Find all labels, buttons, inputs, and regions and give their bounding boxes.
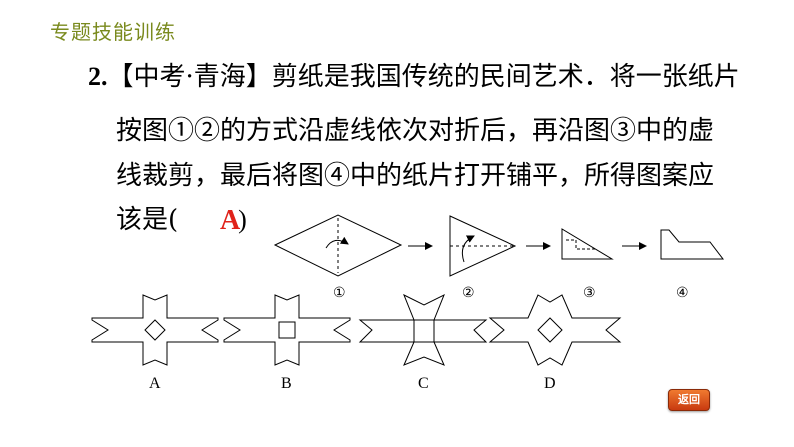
close-paren: ) <box>238 205 247 234</box>
option-d-pattern <box>488 294 622 366</box>
figure-3-cut-triangle <box>561 228 614 260</box>
answer-text: A <box>220 205 241 236</box>
option-a-pattern <box>91 294 219 366</box>
question-number: 2. <box>88 62 108 91</box>
question-line-1: 2.【中考·青海】剪纸是我国传统的民间艺术．将一张纸片 <box>88 62 740 92</box>
figure-2-triangle <box>449 215 517 277</box>
question-text-1: 【中考·青海】剪纸是我国传统的民间艺术．将一张纸片 <box>107 62 740 92</box>
figure-label-2: ② <box>462 286 475 301</box>
figure-label-3: ③ <box>583 286 596 301</box>
back-button[interactable]: 返回 <box>668 389 710 411</box>
option-label-b: B <box>281 375 292 392</box>
figure-1-rhombus <box>273 214 403 277</box>
question-line-2: 按图①②的方式沿虚线依次对折后，再沿图③中的虚 <box>116 116 715 146</box>
option-c-pattern <box>358 293 488 366</box>
question-text-4: 该是( <box>116 205 179 235</box>
option-label-a: A <box>149 375 161 392</box>
figure-label-4: ④ <box>676 286 689 301</box>
option-b-pattern <box>223 294 351 366</box>
question-line-3: 线裁剪，最后将图④中的纸片打开铺平，所得图案应 <box>116 161 715 191</box>
figure-label-1: ① <box>333 286 346 301</box>
option-label-d: D <box>544 375 556 392</box>
option-label-c: C <box>418 375 429 392</box>
figure-4-piece <box>660 229 725 260</box>
question-line-4: 该是() <box>116 205 247 235</box>
section-header: 专题技能训练 <box>50 20 176 44</box>
